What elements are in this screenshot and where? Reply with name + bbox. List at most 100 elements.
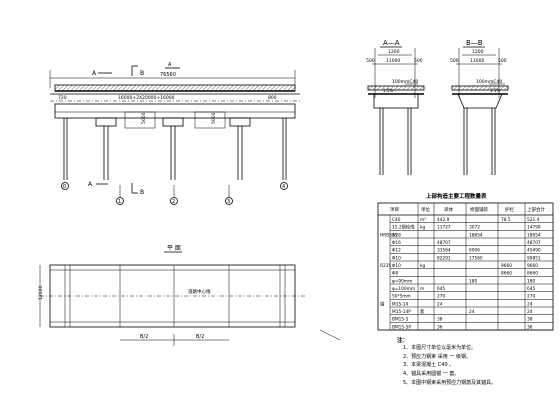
plan-left-label: B/2 <box>140 334 148 340</box>
table-cell: 180 <box>469 278 477 284</box>
table-cell: m <box>420 287 424 292</box>
table-cell: Φ28 <box>392 232 401 238</box>
section-aa-slope: 1.5% <box>383 88 393 93</box>
table-cell: Φ10 <box>392 263 401 269</box>
note-item: 3、本梁混凝土 C40 。 <box>403 362 455 369</box>
section-mark-b-top: B <box>140 70 144 77</box>
plan-right-label: B/2 <box>196 334 204 340</box>
table-cell: C40 <box>392 217 401 223</box>
table-cell: 99851 <box>527 255 541 261</box>
plan-center-label: 道路中心线 <box>188 288 211 295</box>
elevation-view: 76560 A B A 16000+2X20000+16000 720 800 … <box>49 62 300 205</box>
section-mark-a-bottom: A <box>88 181 93 188</box>
table-cell: 270 <box>437 294 445 300</box>
pier-label-3: 3 <box>225 197 233 205</box>
section-bb-width-top: 1200 <box>472 49 484 55</box>
table-cell: Φ12 <box>392 248 401 254</box>
table-cell: 24 <box>527 309 533 315</box>
notes-title: 注： <box>397 338 409 344</box>
pier-label-2: 2 <box>170 197 178 205</box>
section-mark-b-bottom: B <box>140 189 144 196</box>
elev-end-right: 800 <box>268 95 277 101</box>
plan-view: 平 面 道路中心线 12000 B/2 B/2 <box>38 245 341 346</box>
svg-text:0: 0 <box>63 184 66 190</box>
table-cell: kg <box>420 263 425 269</box>
table-cell: Φ10 <box>392 255 401 261</box>
table-cell: 套 <box>420 308 425 315</box>
table-cell: φ=90mm <box>392 278 412 284</box>
th-unit: 单位 <box>421 206 430 213</box>
table-cell: 9660 <box>501 263 512 269</box>
table-cell: 180 <box>527 278 535 284</box>
section-aa-deck-note: 100mmC40 <box>392 79 418 85</box>
table-cell: 82291 <box>437 255 451 261</box>
table-cell: 14799 <box>527 225 541 231</box>
note-item: 4、锚具采用圆锚 一 套。 <box>403 371 460 378</box>
svg-text:3: 3 <box>227 199 230 205</box>
svg-text:1: 1 <box>118 199 121 205</box>
section-aa-width-top: 1200 <box>388 49 400 55</box>
table-cell: 锚 <box>380 300 385 307</box>
table-cell: 3072 <box>469 225 480 231</box>
section-bb-width-mid: 11000 <box>470 58 484 64</box>
deck-slab <box>54 84 296 92</box>
table-cell: M15-14 <box>392 301 408 307</box>
pier-label-1: 1 <box>116 197 124 205</box>
svg-text:2: 2 <box>172 199 175 205</box>
svg-text:4: 4 <box>282 184 285 190</box>
elev-small-dim-1: 5000 <box>141 112 147 124</box>
table-cell: 6906 <box>469 248 480 254</box>
elev-small-dim-2: 5000 <box>211 112 217 124</box>
section-aa-title: A—A <box>383 39 400 47</box>
table-cell: Φ8 <box>392 271 398 277</box>
table-cell: kg <box>420 225 425 231</box>
section-bb-deck-note: 100mmC40 <box>476 79 502 85</box>
table-cell: 8660 <box>527 271 538 277</box>
table-cell: Φ16 <box>392 240 401 246</box>
section-aa: A—A 1200 11000 500 500 100mmC40 1.5% <box>366 39 425 175</box>
table-cell: 521.4 <box>527 217 540 223</box>
table-title: 上部构造主要工程数量表 <box>426 192 487 200</box>
elev-section-label: A <box>168 62 172 68</box>
th-girder: 梁体 <box>444 206 453 213</box>
table-cell: 9660 <box>527 263 538 269</box>
table-cell: 38 <box>527 317 533 323</box>
section-mark-a-top: A <box>92 70 97 77</box>
plan-width-dim: 12000 <box>38 286 44 300</box>
table-cell: 40490 <box>527 248 541 254</box>
table-cell: BM15-5P <box>392 324 411 330</box>
table-cell: 645 <box>437 286 445 292</box>
table-cell: R235 <box>380 263 391 269</box>
table-cell: 270 <box>527 294 535 300</box>
table-cell: 48707 <box>437 240 451 246</box>
plan-title: 平 面 <box>167 245 181 252</box>
th-rail: 护栏 <box>505 206 514 213</box>
quantity-table: 上部构造主要工程数量表 项目 单位 梁体 桥面铺装 护栏 上部合计 C40 m³ 4… <box>377 192 554 331</box>
girder-body <box>54 103 296 119</box>
table-cell: 645 <box>527 286 535 292</box>
section-bb-side-left: 500 <box>450 58 459 64</box>
table-cell: φ=100mm <box>392 286 415 292</box>
elev-end-left: 720 <box>58 95 67 101</box>
section-bb-slope: 1.5% <box>490 88 500 93</box>
table-cell: m³ <box>420 217 426 223</box>
section-bb-title: B—B <box>466 39 483 47</box>
note-item: 5、本图中钢束采用预应力钢筋及其锚具。 <box>403 379 497 386</box>
section-aa-side-right: 500 <box>414 58 423 64</box>
pier-label-0: 0 <box>61 182 69 190</box>
th-total: 上部合计 <box>527 206 545 213</box>
section-aa-side-left: 500 <box>366 58 375 64</box>
table-cell: 17560 <box>469 255 483 261</box>
th-paving: 桥面铺装 <box>470 206 488 213</box>
table-cell: 442.9 <box>437 217 450 223</box>
table-cell: 38 <box>437 317 443 323</box>
table-cell: 36 <box>437 324 443 330</box>
table-cell: 24 <box>437 301 443 307</box>
table-cell: M15-14P <box>392 309 411 315</box>
table-cell: BM15-5 <box>392 317 409 323</box>
table-cell: 48707 <box>527 240 541 246</box>
section-aa-width-mid: 11000 <box>386 58 400 64</box>
th-item: 项目 <box>390 207 399 213</box>
